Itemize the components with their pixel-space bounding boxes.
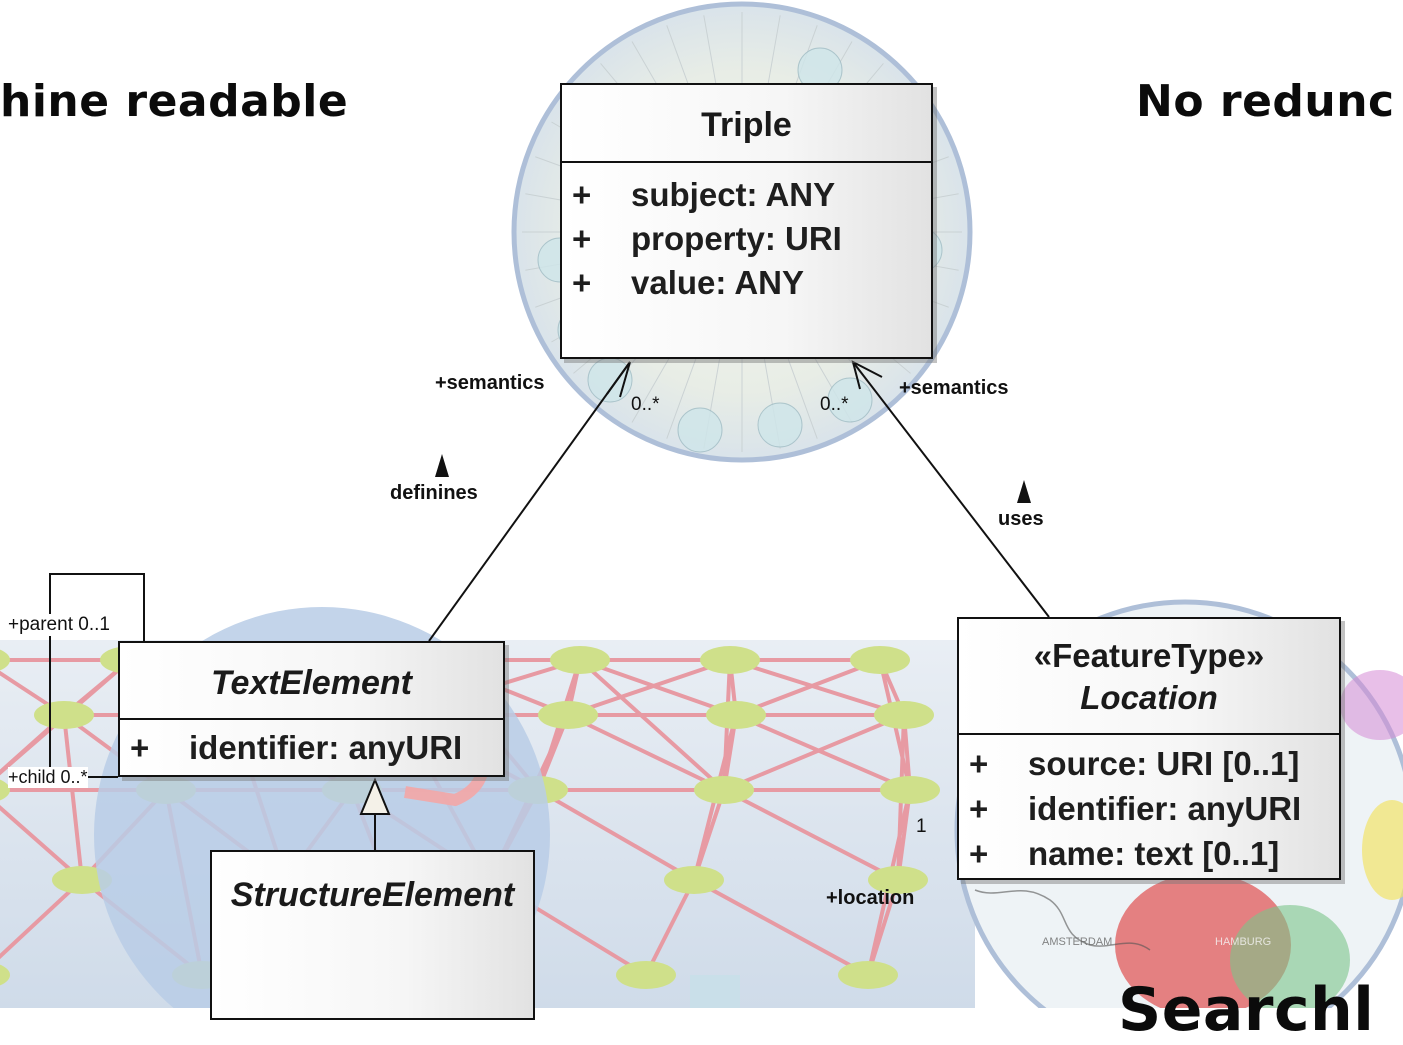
map-coastline bbox=[974, 889, 1151, 951]
attribute-row: + name: text [0..1] bbox=[959, 831, 1339, 876]
network-edge bbox=[735, 658, 881, 717]
map-label-amsterdam: AMSTERDAM bbox=[1042, 936, 1112, 948]
network-node bbox=[850, 646, 910, 674]
class-location-stereotype: «FeatureType» bbox=[1033, 637, 1265, 674]
network-edge bbox=[579, 658, 737, 717]
class-text-element-attributes: + identifier: anyURI bbox=[120, 720, 503, 775]
association-name-definines: definines bbox=[390, 482, 478, 504]
location-multiplicity-label: 1 bbox=[916, 816, 927, 837]
network-edge bbox=[692, 789, 726, 881]
class-location-name: Location bbox=[1080, 679, 1218, 716]
multiplicity-label-right: 0..* bbox=[820, 394, 849, 415]
network-edge bbox=[0, 804, 84, 882]
network-node bbox=[838, 961, 898, 989]
class-triple[interactable]: Triple + subject: ANY + property: URI + … bbox=[560, 83, 933, 359]
association-line-definines bbox=[428, 361, 631, 642]
map-label-hamburg: HAMBURG bbox=[1215, 936, 1271, 948]
network-node bbox=[34, 701, 94, 729]
visibility-marker: + bbox=[572, 176, 592, 213]
network-node bbox=[706, 701, 766, 729]
attribute-row: + identifier: anyURI bbox=[959, 786, 1339, 831]
attribute-text: identifier: anyURI bbox=[189, 728, 463, 766]
visibility-marker: + bbox=[130, 728, 150, 766]
network-node bbox=[700, 646, 760, 674]
direction-triangle-uses bbox=[1017, 480, 1031, 503]
network-edge bbox=[0, 878, 84, 960]
role-label-semantics-right: +semantics bbox=[899, 377, 1009, 399]
network-edge bbox=[644, 879, 696, 976]
network-edge bbox=[567, 713, 725, 792]
attribute-row: + property: URI bbox=[562, 217, 931, 261]
child-role-label: +child 0..* bbox=[8, 767, 88, 788]
attribute-text: subject: ANY bbox=[631, 176, 836, 213]
association-arrowhead-definines bbox=[606, 361, 631, 398]
attribute-text: name: text [0..1] bbox=[1028, 834, 1280, 872]
attribute-row: + value: ANY bbox=[562, 261, 931, 305]
visibility-marker: + bbox=[572, 264, 592, 301]
class-location-header: «FeatureType» Location bbox=[959, 619, 1339, 735]
class-text-element[interactable]: TextElement + identifier: anyURI bbox=[118, 641, 505, 777]
network-node bbox=[880, 776, 940, 804]
heading-top-left: hine readable bbox=[0, 76, 349, 127]
parent-role-label: +parent 0..1 bbox=[8, 614, 110, 636]
network-node bbox=[664, 866, 724, 894]
class-triple-attributes: + subject: ANY + property: URI + value: … bbox=[562, 163, 931, 305]
attribute-row: + identifier: anyURI bbox=[120, 720, 503, 775]
attribute-text: property: URI bbox=[631, 220, 842, 257]
attribute-text: identifier: anyURI bbox=[1028, 789, 1302, 827]
map-purple-region bbox=[1340, 670, 1403, 740]
network-node bbox=[0, 779, 10, 801]
generalization-arrowhead bbox=[359, 777, 391, 815]
network-node bbox=[550, 646, 610, 674]
attribute-text: value: ANY bbox=[631, 264, 804, 301]
association-name-uses: uses bbox=[998, 508, 1044, 530]
city-buildings bbox=[690, 975, 740, 1008]
network-node bbox=[616, 961, 676, 989]
network-edge bbox=[866, 879, 900, 976]
class-triple-name: Triple bbox=[562, 85, 931, 163]
network-edge bbox=[735, 713, 911, 792]
attribute-row: + subject: ANY bbox=[562, 173, 931, 217]
direction-triangle-definines bbox=[435, 454, 449, 477]
visibility-marker: + bbox=[572, 220, 592, 257]
texture-bubble bbox=[827, 377, 873, 423]
visibility-marker: + bbox=[969, 744, 989, 782]
network-edge bbox=[723, 788, 899, 882]
heading-bottom-right: Searchl bbox=[1118, 975, 1375, 1045]
visibility-marker: + bbox=[969, 834, 989, 872]
visibility-marker: + bbox=[969, 789, 989, 827]
network-node bbox=[0, 649, 10, 671]
heading-top-right: No redunc bbox=[1136, 76, 1395, 127]
class-structure-element-name: StructureElement bbox=[230, 876, 515, 914]
network-node bbox=[52, 866, 112, 894]
association-arrowhead-uses bbox=[851, 360, 883, 390]
network-edge bbox=[723, 713, 905, 792]
role-label-semantics-left: +semantics bbox=[435, 372, 545, 394]
network-node bbox=[874, 701, 934, 729]
network-node bbox=[694, 776, 754, 804]
network-edge bbox=[537, 788, 695, 882]
map-yellow-region bbox=[1362, 800, 1403, 900]
network-node bbox=[0, 964, 10, 986]
attribute-row: + source: URI [0..1] bbox=[959, 741, 1339, 786]
network-edge bbox=[693, 878, 869, 977]
texture-bubble bbox=[757, 402, 803, 448]
network-edge bbox=[578, 658, 726, 792]
attribute-text: source: URI [0..1] bbox=[1028, 744, 1300, 782]
location-role-label: +location bbox=[826, 887, 915, 909]
multiplicity-label-left: 0..* bbox=[631, 394, 660, 415]
network-edge bbox=[729, 658, 905, 717]
class-structure-element[interactable]: StructureElement bbox=[210, 850, 535, 1020]
network-edge bbox=[62, 714, 84, 881]
network-node bbox=[868, 866, 928, 894]
class-location[interactable]: «FeatureType» Location + source: URI [0.… bbox=[957, 617, 1341, 880]
class-location-attributes: + source: URI [0..1] + identifier: anyUR… bbox=[959, 735, 1339, 876]
class-text-element-name: TextElement bbox=[120, 643, 503, 720]
network-edge bbox=[567, 658, 731, 717]
network-node bbox=[538, 701, 598, 729]
association-line-uses bbox=[852, 361, 1050, 618]
map-green-region bbox=[1230, 905, 1350, 1008]
texture-bubble bbox=[677, 407, 723, 453]
